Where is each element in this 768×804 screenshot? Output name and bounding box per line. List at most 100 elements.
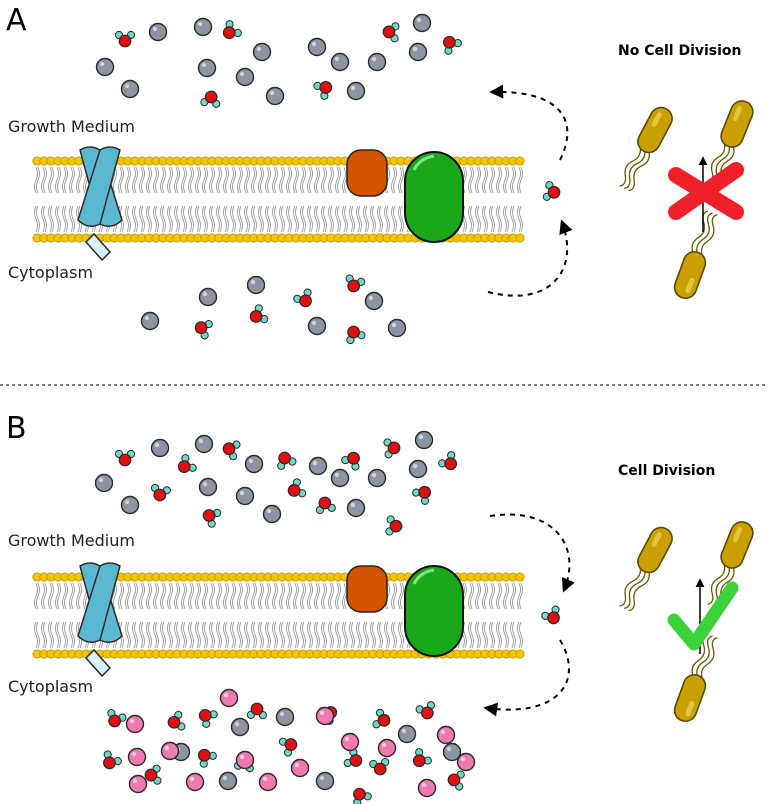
particle-highlight bbox=[279, 711, 285, 717]
particle-highlight bbox=[189, 776, 195, 782]
panel-a-division-title: No Cell Division bbox=[618, 43, 742, 59]
gray-solute-particle bbox=[230, 717, 250, 737]
water-molecule bbox=[346, 325, 366, 345]
gray-solute-particle bbox=[235, 486, 255, 506]
particle-highlight bbox=[294, 762, 300, 768]
panel-a-medium-label: Growth Medium bbox=[8, 117, 135, 136]
particle-highlight bbox=[334, 472, 340, 478]
gray-solute-particle bbox=[307, 37, 327, 57]
particle-highlight bbox=[266, 508, 272, 514]
gray-solute-particle bbox=[246, 275, 266, 295]
particle-highlight bbox=[234, 721, 240, 727]
water-molecule bbox=[222, 20, 242, 40]
dashed-arrow bbox=[489, 84, 569, 161]
water-molecule bbox=[345, 274, 366, 293]
gray-solute-particle bbox=[412, 13, 432, 33]
gray-solute-particle bbox=[346, 498, 366, 518]
gray-solute-particle bbox=[397, 724, 417, 744]
water-molecule bbox=[177, 454, 197, 474]
water-molecule bbox=[287, 478, 307, 498]
panel-a: A Growth Medium Cytoplasm No Cell Divisi… bbox=[6, 3, 754, 345]
panel-b-particles bbox=[94, 430, 560, 804]
bacterium-icon bbox=[619, 526, 673, 612]
channel-icon bbox=[346, 565, 388, 613]
water-molecule bbox=[277, 451, 297, 470]
transporter-icon bbox=[77, 146, 123, 262]
particle-highlight bbox=[334, 56, 340, 62]
water-molecule bbox=[194, 319, 213, 340]
particle-highlight bbox=[223, 692, 229, 698]
gray-solute-particle bbox=[330, 468, 350, 488]
water-molecule bbox=[353, 787, 372, 804]
particle-highlight bbox=[131, 751, 137, 757]
water-molecule bbox=[114, 449, 136, 467]
water-molecule bbox=[438, 451, 458, 471]
particle-highlight bbox=[201, 62, 207, 68]
water-molecule bbox=[383, 438, 401, 459]
water-molecule bbox=[447, 770, 465, 791]
particle-highlight bbox=[412, 46, 418, 52]
gray-solute-particle bbox=[367, 52, 387, 72]
particle-highlight bbox=[98, 477, 104, 483]
transporter-icon bbox=[77, 562, 123, 678]
water-molecule bbox=[222, 440, 241, 461]
particle-highlight bbox=[421, 782, 427, 788]
cross-icon bbox=[668, 162, 744, 220]
pump-icon bbox=[404, 565, 464, 657]
gray-solute-particle bbox=[218, 771, 238, 791]
bacterium-icon bbox=[673, 210, 718, 300]
water-molecule bbox=[385, 515, 403, 536]
water-molecule bbox=[107, 709, 127, 728]
dashed-arrow bbox=[489, 513, 575, 593]
pink-solute-particle bbox=[456, 752, 476, 772]
water-molecule bbox=[197, 748, 217, 768]
pink-solute-particle bbox=[436, 725, 456, 745]
gray-solute-particle bbox=[198, 287, 218, 307]
water-molecule bbox=[341, 451, 360, 471]
gray-solute-particle bbox=[120, 495, 140, 515]
particle-highlight bbox=[440, 729, 446, 735]
gray-solute-particle bbox=[262, 504, 282, 524]
particle-highlight bbox=[256, 46, 262, 52]
gray-solute-particle bbox=[140, 311, 160, 331]
water-molecule bbox=[200, 90, 221, 108]
particle-highlight bbox=[250, 279, 256, 285]
gray-solute-particle bbox=[244, 454, 264, 474]
lipid-tails bbox=[34, 166, 523, 233]
water-molecule bbox=[246, 702, 268, 720]
pink-solute-particle bbox=[258, 772, 278, 792]
particle-highlight bbox=[239, 71, 245, 77]
water-molecule bbox=[313, 81, 333, 100]
gray-solute-particle bbox=[94, 473, 114, 493]
lipid-head bbox=[515, 649, 525, 659]
water-molecule bbox=[103, 750, 122, 770]
particle-highlight bbox=[269, 90, 275, 96]
pink-solute-particle bbox=[235, 750, 255, 770]
pink-solute-particle bbox=[290, 758, 310, 778]
panel-b-letter: B bbox=[6, 411, 27, 446]
gray-solute-particle bbox=[265, 86, 285, 106]
panel-b-division-title: Cell Division bbox=[618, 463, 715, 479]
panel-a-particles bbox=[95, 13, 561, 345]
particle-highlight bbox=[262, 776, 268, 782]
particle-highlight bbox=[312, 460, 318, 466]
pink-solute-particle bbox=[377, 738, 397, 758]
water-molecule bbox=[315, 496, 336, 515]
water-molecule bbox=[412, 485, 432, 505]
water-molecule bbox=[343, 748, 363, 768]
particle-highlight bbox=[152, 26, 158, 32]
water-molecule bbox=[415, 701, 436, 720]
dashed-arrow bbox=[483, 639, 570, 717]
water-molecule bbox=[198, 708, 218, 728]
particle-highlight bbox=[381, 742, 387, 748]
panel-a-bacteria bbox=[619, 100, 754, 300]
particle-highlight bbox=[124, 499, 130, 505]
particle-highlight bbox=[129, 718, 135, 724]
gray-solute-particle bbox=[315, 771, 335, 791]
water-molecule bbox=[382, 22, 400, 43]
particle-highlight bbox=[311, 320, 317, 326]
pink-solute-particle bbox=[160, 741, 180, 761]
particle-highlight bbox=[248, 458, 254, 464]
particle-highlight bbox=[350, 85, 356, 91]
